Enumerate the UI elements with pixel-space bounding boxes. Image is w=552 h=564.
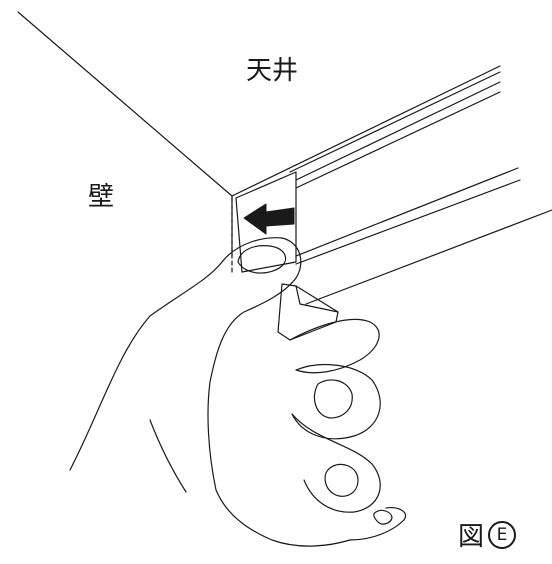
- room-corner: [17, 11, 233, 257]
- ceiling-rail: [231, 65, 552, 305]
- thumbnail: [237, 245, 287, 274]
- middle-finger: [291, 363, 381, 440]
- arrow-left-icon: [243, 203, 295, 235]
- pinky-finger: [349, 507, 407, 541]
- ceiling-label: 天井: [246, 56, 299, 86]
- fingernail-2: [324, 463, 359, 497]
- fingernail-3: [373, 509, 393, 525]
- ring-finger: [291, 413, 381, 513]
- figure-id-circle: E: [488, 520, 517, 549]
- fingernail-1: [313, 379, 353, 419]
- palm-edge: [215, 489, 351, 547]
- wrist-line: [149, 419, 187, 493]
- wall-label: 壁: [88, 182, 115, 212]
- ceiling-wall-edge: [17, 11, 233, 197]
- figure-label-text: 図: [458, 522, 485, 552]
- thumb: [69, 237, 302, 491]
- index-finger: [289, 318, 380, 374]
- hand-illustration: [69, 237, 407, 547]
- figure-label: 図 E: [458, 516, 517, 553]
